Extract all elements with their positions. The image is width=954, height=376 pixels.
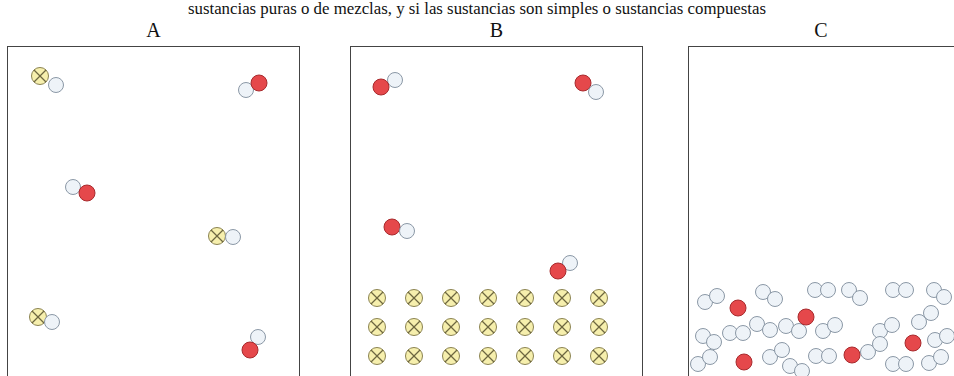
atom-part	[443, 348, 460, 365]
atom-part	[406, 319, 423, 336]
atom-part	[369, 290, 386, 307]
atom-part	[480, 348, 497, 365]
atom-part	[406, 348, 423, 365]
light-atom	[400, 224, 415, 239]
atom-part	[554, 348, 571, 365]
light-atom	[226, 230, 241, 245]
atom-part	[517, 348, 534, 365]
light-atom	[937, 290, 952, 305]
atom-part	[554, 290, 571, 307]
atom-part	[480, 319, 497, 336]
red-atom	[384, 219, 400, 235]
atom-part	[443, 290, 460, 307]
red-atom	[905, 335, 921, 351]
panel-letter: A	[8, 19, 299, 41]
light-atom	[940, 329, 954, 344]
red-atom	[251, 75, 267, 91]
red-atom	[79, 185, 95, 201]
atom-part	[443, 319, 460, 336]
atom-part	[32, 68, 49, 85]
light-atom	[66, 180, 81, 195]
light-atom	[49, 78, 64, 93]
atom-part	[517, 290, 534, 307]
sample-panel: A	[7, 46, 300, 376]
light-atom	[795, 364, 810, 376]
light-atom	[388, 73, 403, 88]
atom-part	[209, 228, 226, 245]
light-atom	[45, 315, 60, 330]
panel-letter: B	[351, 19, 642, 41]
light-atom	[707, 335, 722, 350]
light-atom	[899, 357, 914, 372]
panel-letter: C	[689, 19, 953, 41]
light-atom	[710, 289, 725, 304]
sample-panel: C	[688, 46, 954, 376]
red-atom	[575, 75, 591, 91]
light-atom	[792, 324, 807, 339]
atom-part	[480, 290, 497, 307]
red-atom	[730, 300, 746, 316]
light-atom	[768, 292, 783, 307]
atom-part	[369, 348, 386, 365]
light-atom	[822, 349, 837, 364]
light-atom	[775, 343, 790, 358]
light-atom	[924, 306, 939, 321]
atom-part	[591, 348, 608, 365]
atom-part	[369, 319, 386, 336]
light-atom	[899, 283, 914, 298]
light-atom	[589, 85, 604, 100]
atom-part	[30, 309, 47, 326]
light-atom	[828, 318, 843, 333]
atom-part	[517, 319, 534, 336]
light-atom	[873, 337, 888, 352]
light-atom	[853, 291, 868, 306]
light-atom	[763, 323, 778, 338]
instruction-text: sustancias puras o de mezclas, y si las …	[0, 0, 954, 18]
red-atom	[798, 309, 814, 325]
red-atom	[242, 342, 258, 358]
atom-part	[554, 319, 571, 336]
light-atom	[736, 326, 751, 341]
light-atom	[821, 283, 836, 298]
light-atom	[885, 318, 900, 333]
light-atom	[934, 350, 949, 365]
red-atom	[736, 354, 752, 370]
red-atom	[844, 347, 860, 363]
atom-part	[591, 319, 608, 336]
atom-part	[591, 290, 608, 307]
light-atom	[703, 350, 718, 365]
atom-part	[406, 290, 423, 307]
red-atom	[373, 79, 389, 95]
red-atom	[550, 263, 566, 279]
sample-panel: B	[350, 46, 643, 376]
